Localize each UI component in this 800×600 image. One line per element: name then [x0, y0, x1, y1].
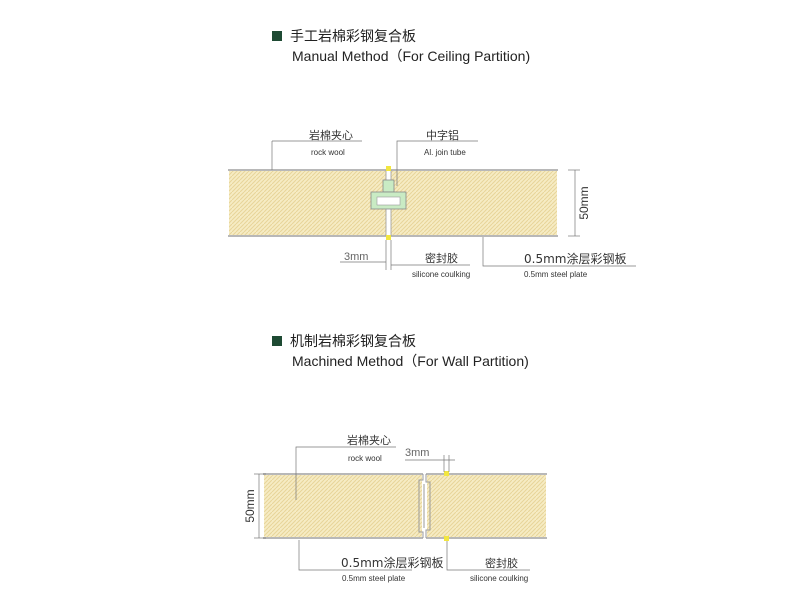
machined-sealant-bottom [444, 536, 449, 541]
machined-panel: 50mm 岩棉夹心 rock wool 3mm 0.5mm涂层彩钢板 0.5mm… [243, 433, 547, 583]
manual-joint-label-en: Al. join tube [424, 148, 466, 157]
machined-section-heading: 机制岩棉彩钢复合板 [272, 331, 416, 351]
manual-core-label-cn: 岩棉夹心 [309, 128, 353, 142]
manual-section-heading: 手工岩棉彩钢复合板 [272, 26, 416, 46]
manual-thickness-label: 50mm [577, 186, 591, 219]
bullet-square-icon [272, 336, 282, 346]
manual-sealant-label-en: silicone coulking [412, 270, 470, 279]
manual-plate-label-en: 0.5mm steel plate [524, 270, 588, 279]
manual-sealant-top [386, 166, 391, 171]
machined-core-label-en: rock wool [348, 454, 382, 463]
bullet-square-icon [272, 31, 282, 41]
machined-plate-label-en: 0.5mm steel plate [342, 574, 406, 583]
manual-joint-leader [396, 140, 478, 186]
manual-sealant-bottom [386, 235, 391, 240]
machined-plate-leader [298, 540, 412, 571]
manual-core-label-en: rock wool [311, 148, 345, 157]
machined-plate-label-cn: 0.5mm涂层彩钢板 [341, 555, 443, 570]
machined-right-core [427, 475, 546, 537]
machined-sealant-label-en: silicone coulking [470, 574, 528, 583]
machined-core-leader [295, 446, 396, 500]
manual-sealant-label-cn: 密封胶 [425, 251, 458, 265]
manual-title-cn: 手工岩棉彩钢复合板 [290, 29, 416, 45]
manual-plate-leader [482, 237, 636, 267]
machined-gap-label: 3mm [405, 447, 429, 459]
machined-tongue-groove-joint [418, 474, 431, 538]
al-join-tube [370, 179, 407, 210]
manual-joint-label-cn: 中字铝 [426, 128, 459, 142]
manual-title-en: Manual Method（For Ceiling Partition) [292, 48, 531, 64]
manual-plate-label-cn: 0.5mm涂层彩钢板 [524, 251, 626, 266]
manual-gap-label: 3mm [344, 251, 368, 263]
machined-sealant-label-cn: 密封胶 [485, 556, 518, 570]
manual-panel: 50mm 岩棉夹心 rock wool 中字铝 Al. join tube 3m… [228, 128, 636, 279]
machined-left-core [264, 475, 422, 537]
machined-sealant-leader [446, 541, 530, 571]
machined-core-label-cn: 岩棉夹心 [347, 433, 391, 447]
machined-title-cn: 机制岩棉彩钢复合板 [290, 334, 416, 350]
machined-thickness-label: 50mm [243, 489, 257, 522]
machined-title-en: Machined Method（For Wall Partition) [292, 353, 529, 369]
machined-sealant-top [444, 471, 449, 476]
